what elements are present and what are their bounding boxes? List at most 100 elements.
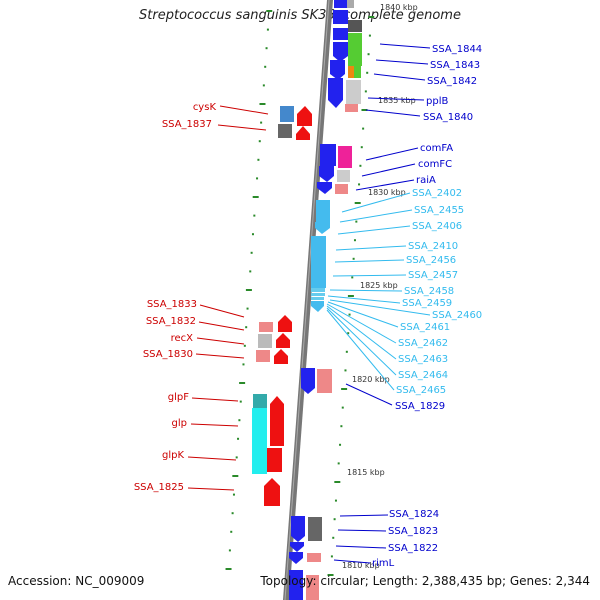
- gene-features-middle: [252, 315, 332, 506]
- connector-line: [373, 73, 426, 81]
- tick-mark: [358, 183, 361, 186]
- gene-label[interactable]: SSA_1837: [162, 119, 212, 130]
- tick-mark: [225, 568, 232, 570]
- gene-label[interactable]: SSA_1823: [388, 526, 438, 537]
- gene-label[interactable]: SSA_2464: [398, 370, 448, 381]
- gene-label[interactable]: SSA_1825: [134, 482, 184, 493]
- gene-block: [333, 28, 348, 40]
- gene-label[interactable]: SSA_1832: [146, 316, 196, 327]
- tick-mark: [237, 437, 240, 440]
- gene-label[interactable]: SSA_2402: [412, 188, 462, 199]
- gene-block: [348, 20, 362, 32]
- gene-label[interactable]: SSA_2455: [414, 205, 464, 216]
- gene-label[interactable]: pplB: [426, 96, 448, 107]
- gene-label[interactable]: comFA: [420, 143, 453, 154]
- gene-block: [259, 322, 273, 332]
- tick-mark: [238, 419, 241, 422]
- connector-line: [333, 559, 371, 564]
- gene-label[interactable]: SSA_2458: [404, 286, 454, 297]
- connector-line: [326, 303, 397, 344]
- connector-line: [339, 209, 413, 223]
- connector-line: [337, 529, 387, 532]
- tick-mark: [250, 251, 253, 254]
- connector-line: [196, 337, 245, 345]
- gene-label[interactable]: SSA_1844: [432, 44, 482, 55]
- tick-mark: [243, 344, 246, 347]
- connector-line: [334, 259, 405, 263]
- tick-mark: [332, 536, 335, 539]
- gene-label[interactable]: SSA_1843: [430, 60, 480, 71]
- right-labels-bottom: SSA_1829 SSA_1824 SSA_1823 SSA_1822 rimL: [333, 383, 445, 569]
- gene-arrow: [264, 478, 280, 506]
- gene-label[interactable]: raiA: [416, 175, 436, 186]
- tick-mark: [256, 177, 259, 180]
- gene-label[interactable]: SSA_1830: [143, 349, 193, 360]
- gene-label[interactable]: SSA_2410: [408, 241, 458, 252]
- gene-label[interactable]: cysK: [193, 102, 217, 113]
- kbp-label: 1815 kbp: [347, 468, 385, 477]
- tick-mark: [367, 53, 370, 56]
- connector-line: [187, 487, 235, 491]
- tick-mark: [368, 16, 375, 18]
- gene-label[interactable]: SSA_1822: [388, 543, 438, 554]
- tick-mark: [330, 555, 333, 558]
- gene-label[interactable]: SSA_2406: [412, 221, 462, 232]
- connector-line: [198, 321, 245, 331]
- gene-arrow: [315, 222, 330, 234]
- gene-label[interactable]: SSA_2457: [408, 270, 458, 281]
- gene-block: [289, 570, 303, 600]
- gene-block-cyan: [311, 288, 325, 292]
- tick-mark: [230, 530, 233, 533]
- gene-label[interactable]: SSA_1829: [395, 401, 445, 412]
- tick-mark: [251, 233, 254, 236]
- gene-label[interactable]: glp: [172, 418, 187, 429]
- connector-line: [327, 301, 399, 328]
- tick-mark: [368, 34, 371, 37]
- gene-label[interactable]: SSA_1842: [427, 76, 477, 87]
- gene-block: [345, 104, 358, 112]
- connector-line: [191, 397, 239, 402]
- tick-mark: [347, 295, 354, 297]
- gene-label[interactable]: SSA_2456: [406, 255, 456, 266]
- gene-label[interactable]: SSA_2465: [396, 385, 446, 396]
- tick-mark: [258, 140, 261, 143]
- gene-block: [348, 66, 354, 78]
- gene-arrow: [333, 42, 348, 62]
- gene-label[interactable]: SSA_2463: [398, 354, 448, 365]
- gene-label[interactable]: glpF: [168, 392, 189, 403]
- tick-mark: [340, 425, 343, 428]
- tick-mark: [360, 146, 363, 149]
- gene-label[interactable]: SSA_1833: [147, 299, 197, 310]
- gene-label[interactable]: SSA_2461: [400, 322, 450, 333]
- connector-line: [341, 192, 411, 213]
- connector-line: [326, 309, 395, 391]
- gene-label[interactable]: SSA_2462: [398, 338, 448, 349]
- tick-mark: [253, 214, 256, 217]
- gene-label[interactable]: comFC: [418, 159, 452, 170]
- tick-mark: [262, 84, 265, 87]
- gene-block: [346, 80, 361, 104]
- tick-mark: [351, 276, 354, 279]
- gene-block: [354, 66, 361, 78]
- tick-mark: [361, 109, 368, 111]
- tick-mark: [239, 400, 242, 403]
- connector-line: [219, 105, 269, 115]
- accession-text: Accession: NC_009009: [8, 574, 145, 588]
- right-labels-cyan: SSA_2402SSA_2455SSA_2406SSA_2410SSA_2456…: [326, 188, 482, 396]
- gene-label[interactable]: SSA_1840: [423, 112, 473, 123]
- gene-block: [335, 184, 348, 194]
- gene-block-cyan: [311, 293, 325, 296]
- gene-label[interactable]: glpK: [162, 450, 184, 461]
- gene-arrow: [319, 166, 334, 182]
- tick-mark: [245, 326, 248, 329]
- gene-label[interactable]: SSA_2459: [402, 298, 452, 309]
- gene-label[interactable]: SSA_2460: [432, 310, 482, 321]
- gene-label[interactable]: rimL: [372, 558, 395, 569]
- gene-label[interactable]: SSA_1824: [389, 509, 439, 520]
- gene-block: [317, 369, 332, 393]
- gene-block-cyan: [311, 236, 326, 288]
- gene-label[interactable]: recX: [171, 333, 194, 344]
- gene-block: [337, 170, 350, 182]
